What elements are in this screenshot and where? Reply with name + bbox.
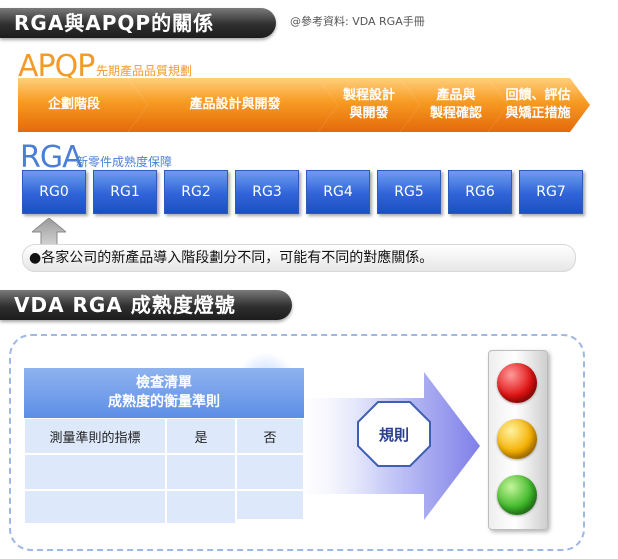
apqp-phase-arrow-4	[400, 78, 508, 132]
apqp-phase-1: 企劃階段	[20, 78, 128, 132]
apqp-phase-arrow-2	[128, 78, 338, 132]
checklist-table: 檢查清單 成熟度的衡量準則 測量準則的指標 是 否	[24, 368, 304, 528]
amber-lamp-icon	[497, 419, 537, 459]
rule-octagon-icon	[357, 401, 431, 467]
checklist-title: 檢查清單	[136, 375, 192, 391]
phase-label-line1: 製程設計	[342, 88, 395, 103]
phase-label-line2: 與開發	[349, 106, 389, 121]
apqp-phase-2: 產品設計與開發	[150, 78, 320, 132]
indicator-label-cell: 測量準則的指標	[24, 418, 166, 454]
reference-note: @參考資料: VDA RGA手冊	[290, 15, 425, 28]
section-header-vda-rga: VDA RGA 成熟度燈號	[0, 290, 292, 320]
table-cell	[236, 454, 304, 490]
table-cell	[24, 454, 166, 490]
apqp-phase-4: 產品與 製程確認	[418, 78, 494, 132]
green-lamp-icon	[497, 475, 537, 515]
phase-label-line2: 與矯正措施	[505, 106, 571, 121]
table-cell	[166, 454, 236, 490]
rg-gate-0: RG0	[22, 170, 86, 214]
rga-subtitle: 新零件成熟度保障	[76, 155, 173, 169]
rg-gate-3: RG3	[235, 170, 299, 214]
maturity-panel	[9, 334, 585, 551]
phase-label-line1: 產品與	[436, 88, 476, 103]
table-cell	[24, 490, 166, 524]
rg-gate-2: RG2	[164, 170, 228, 214]
rg-gate-1: RG1	[93, 170, 157, 214]
apqp-subtitle: 先期產品品質規劃	[96, 64, 193, 78]
rg-gate-5: RG5	[377, 170, 441, 214]
apqp-title: APQP	[18, 49, 95, 84]
section-header-title: RGA與APQP的關係	[14, 11, 215, 35]
phase-label-line1: 回饋、評估	[505, 88, 571, 103]
rule-label: 規則	[378, 426, 409, 444]
apqp-phase-arrow-5	[488, 78, 590, 132]
table-cell	[166, 490, 236, 524]
apqp-phase-5: 回饋、評估 與矯正措施	[500, 78, 576, 132]
rga-title: RGA	[20, 140, 83, 175]
phase-label: 企劃階段	[47, 97, 100, 112]
mapping-note: ●各家公司的新產品導入階段劃分不同，可能有不同的對應關係。	[22, 244, 576, 272]
rg-gate-7: RG7	[519, 170, 583, 214]
table-cell	[236, 490, 304, 520]
apqp-phase-arrow-1	[18, 78, 148, 132]
apqp-phase-3: 製程設計 與開發	[334, 78, 404, 132]
checklist-header: 檢查清單 成熟度的衡量準則	[24, 368, 304, 418]
apqp-phase-arrows	[18, 78, 590, 132]
section-header-rga-apqp: RGA與APQP的關係	[0, 8, 276, 38]
phase-label: 產品設計與開發	[189, 97, 281, 112]
rg-gate-6: RG6	[448, 170, 512, 214]
rg-gate-4: RG4	[306, 170, 370, 214]
checklist-subtitle: 成熟度的衡量準則	[108, 394, 220, 410]
phase-label-line2: 製程確認	[429, 106, 482, 121]
up-arrow-icon	[32, 218, 66, 248]
section-header-title: VDA RGA 成熟度燈號	[14, 293, 236, 317]
yes-column-header: 是	[166, 418, 236, 454]
traffic-light	[488, 350, 548, 530]
red-lamp-icon	[497, 363, 537, 403]
no-column-header: 否	[236, 418, 304, 454]
apqp-phase-arrow-3	[318, 78, 420, 132]
